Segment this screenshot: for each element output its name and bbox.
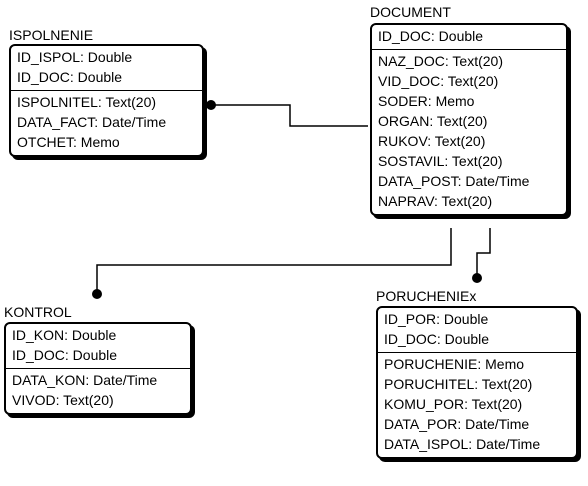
attribute-field: OTCHET: Memo <box>17 134 120 150</box>
relationship-end-dot <box>92 289 102 299</box>
attribute-field: SODER: Memo <box>378 93 475 109</box>
key-field: ID_KON: Double <box>12 327 117 343</box>
key-field: ID_DOC: Double <box>384 331 490 347</box>
attribute-field: PORUCHENIE: Memo <box>384 356 525 372</box>
relationship-end-dot <box>472 273 482 283</box>
attribute-field: DATA_FACT: Date/Time <box>17 114 167 130</box>
entity-box: ID_DOC: Double NAZ_DOC: Text(20) VID_DOC… <box>370 23 568 216</box>
key-fields: ID_ISPOL: Double ID_DOC: Double <box>11 46 202 91</box>
key-field: ID_DOC: Double <box>17 69 123 85</box>
key-fields: ID_KON: Double ID_DOC: Double <box>6 324 190 369</box>
key-field: ID_POR: Double <box>384 311 489 327</box>
entity-title: KONTROL <box>4 304 72 320</box>
relationship-document-ispolnenie <box>212 104 368 127</box>
relationship-document-kontrol <box>96 228 452 292</box>
attribute-field: NAPRAV: Text(20) <box>378 193 493 209</box>
attribute-fields: NAZ_DOC: Text(20) VID_DOC: Text(20) SODE… <box>372 50 566 214</box>
relationship-end-dot <box>206 100 216 110</box>
entity-title: ISPOLNENIE <box>9 27 94 43</box>
attribute-field: SOSTAVIL: Text(20) <box>378 153 503 169</box>
attribute-fields: PORUCHENIE: Memo PORUCHITEL: Text(20) KO… <box>378 353 576 457</box>
attribute-field: PORUCHITEL: Text(20) <box>384 376 533 392</box>
attribute-field: NAZ_DOC: Text(20) <box>378 53 503 69</box>
attribute-field: RUKOV: Text(20) <box>378 133 486 149</box>
key-field: ID_ISPOL: Double <box>17 49 133 65</box>
entity-box: ID_ISPOL: Double ID_DOC: Double ISPOLNIT… <box>9 44 204 157</box>
entity-title: PORUCHENIEx <box>376 288 477 304</box>
entity-box: ID_KON: Double ID_DOC: Double DATA_KON: … <box>4 322 192 415</box>
attribute-fields: ISPOLNITEL: Text(20) DATA_FACT: Date/Tim… <box>11 91 202 155</box>
attribute-field: DATA_POR: Date/Time <box>384 416 530 432</box>
attribute-field: VIVOD: Text(20) <box>12 392 114 408</box>
attribute-field: KOMU_POR: Text(20) <box>384 396 523 412</box>
attribute-field: DATA_POST: Date/Time <box>378 173 530 189</box>
key-fields: ID_POR: Double ID_DOC: Double <box>378 308 576 353</box>
relationship-document-poruchenie <box>476 228 491 276</box>
attribute-field: ISPOLNITEL: Text(20) <box>17 94 157 110</box>
attribute-fields: DATA_KON: Date/Time VIVOD: Text(20) <box>6 369 190 413</box>
entity-box: ID_POR: Double ID_DOC: Double PORUCHENIE… <box>376 306 578 459</box>
key-field: ID_DOC: Double <box>378 28 484 44</box>
key-fields: ID_DOC: Double <box>372 25 566 50</box>
attribute-field: DATA_KON: Date/Time <box>12 372 158 388</box>
key-field: ID_DOC: Double <box>12 347 118 363</box>
entity-title: DOCUMENT <box>370 4 451 20</box>
attribute-field: DATA_ISPOL: Date/Time <box>384 436 541 452</box>
attribute-field: ORGAN: Text(20) <box>378 113 488 129</box>
attribute-field: VID_DOC: Text(20) <box>378 73 499 89</box>
